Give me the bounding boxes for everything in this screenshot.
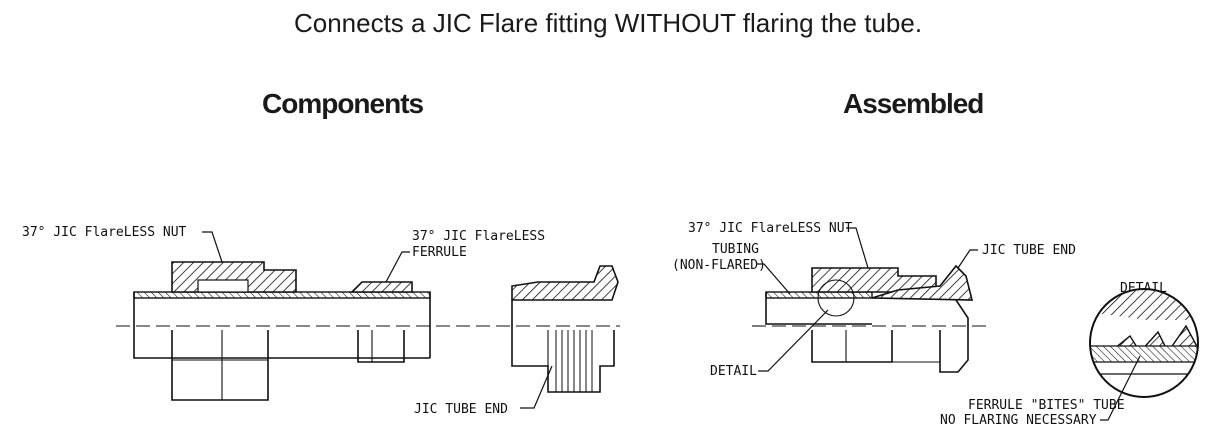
tube-end-leader [520, 365, 553, 409]
assembled-drawing: 37° JIC FlareLESS NUT TUBING (NON-FLARED… [672, 221, 1076, 379]
nut-leader [202, 231, 223, 263]
components-ferrule [350, 281, 413, 363]
components-drawing: 37° JIC FlareLESS NUT 37° JIC FlareLESS … [22, 225, 620, 417]
tubing-label-line2: (NON-FLARED) [672, 258, 766, 273]
components-heading: Components [262, 88, 424, 119]
components-tube [133, 291, 431, 359]
assembled-tube-end-label: JIC TUBE END [982, 243, 1076, 258]
assembled-heading: Assembled [843, 88, 984, 119]
detail-leader [758, 309, 829, 372]
ferrule-leader [385, 251, 410, 283]
detail-view: DETAIL FERRULE "BITES" TUBE NO FLARING N… [940, 281, 1199, 428]
components-nut-label: 37° JIC FlareLESS NUT [22, 225, 187, 240]
thread-lines [555, 330, 593, 392]
detail-callout-label: DETAIL [710, 364, 757, 379]
bites-label-line2: NO FLARING NECESSARY [940, 413, 1097, 428]
assembled-nut-label: 37° JIC FlareLESS NUT [688, 221, 853, 236]
assembled-tube-end [871, 264, 974, 373]
components-jic-tube-end [511, 265, 619, 393]
assembled-tube-end-leader [957, 249, 978, 269]
ferrule-label-line1: 37° JIC FlareLESS [412, 229, 545, 244]
ferrule-label-line2: FERRULE [412, 245, 467, 260]
tubing-leader [756, 263, 791, 295]
bites-label-line1: FERRULE "BITES" TUBE [968, 398, 1125, 413]
components-nut [171, 261, 297, 401]
page-title: Connects a JIC Flare fitting WITHOUT fla… [293, 8, 923, 38]
assembled-nut-leader [846, 227, 869, 269]
tubing-label-line1: TUBING [712, 242, 759, 257]
bites-leader [1100, 355, 1141, 421]
detail-callout-circle [817, 279, 855, 317]
components-tube-end-label: JIC TUBE END [414, 402, 508, 417]
